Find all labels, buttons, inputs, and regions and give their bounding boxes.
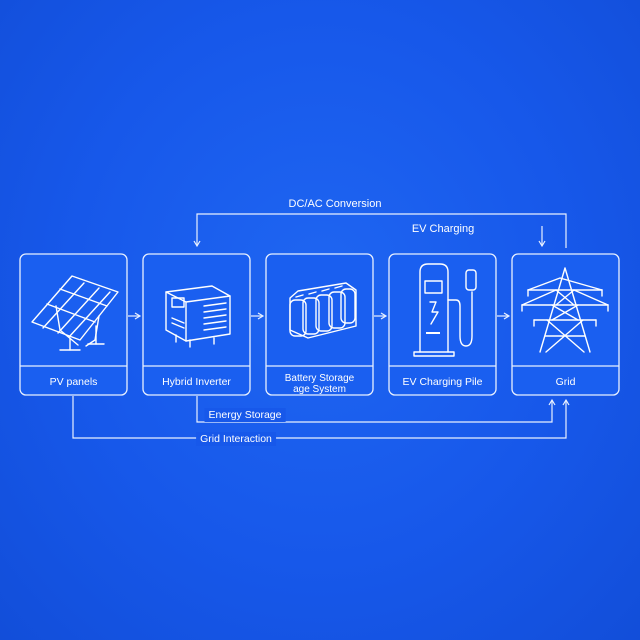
node-grid: Grid [511, 253, 620, 396]
dcac-conversion-label: DC/AC Conversion [289, 198, 382, 210]
ev-charger-icon [413, 263, 477, 357]
energy-storage-label-bg [204, 408, 286, 422]
node-battery-storage: Battery Storage age System [265, 253, 374, 396]
battery-storage-label-line1: Battery Storage [285, 373, 355, 384]
energy-storage-flow: Energy Storage [196, 396, 556, 423]
energy-storage-label: Energy Storage [209, 409, 282, 421]
grid-label: Grid [556, 376, 576, 388]
node-hybrid-inverter: Hybrid Inverter [142, 253, 251, 396]
grid-interaction-flow: Grid Interaction [72, 396, 570, 446]
ev-charging-label: EV Charging [412, 223, 474, 235]
power-tower-icon [521, 267, 609, 353]
node-pv-panels: PV panels [19, 253, 128, 396]
ev-charging-flow: EV Charging [412, 223, 546, 248]
solar-panel-icon [31, 275, 119, 351]
inverter-icon [165, 285, 231, 348]
battery-icon [289, 282, 357, 339]
grid-interaction-label: Grid Interaction [200, 433, 272, 445]
pv-panels-label: PV panels [50, 376, 98, 388]
ev-charging-pile-label: EV Charging Pile [403, 376, 483, 388]
grid-interaction-label-bg [196, 432, 277, 446]
node-ev-charging-pile: EV Charging Pile [388, 253, 497, 396]
dcac-conversion-flow: DC/AC Conversion [193, 198, 567, 248]
hybrid-inverter-label: Hybrid Inverter [162, 376, 231, 388]
battery-storage-label-line2: age System [293, 384, 346, 395]
